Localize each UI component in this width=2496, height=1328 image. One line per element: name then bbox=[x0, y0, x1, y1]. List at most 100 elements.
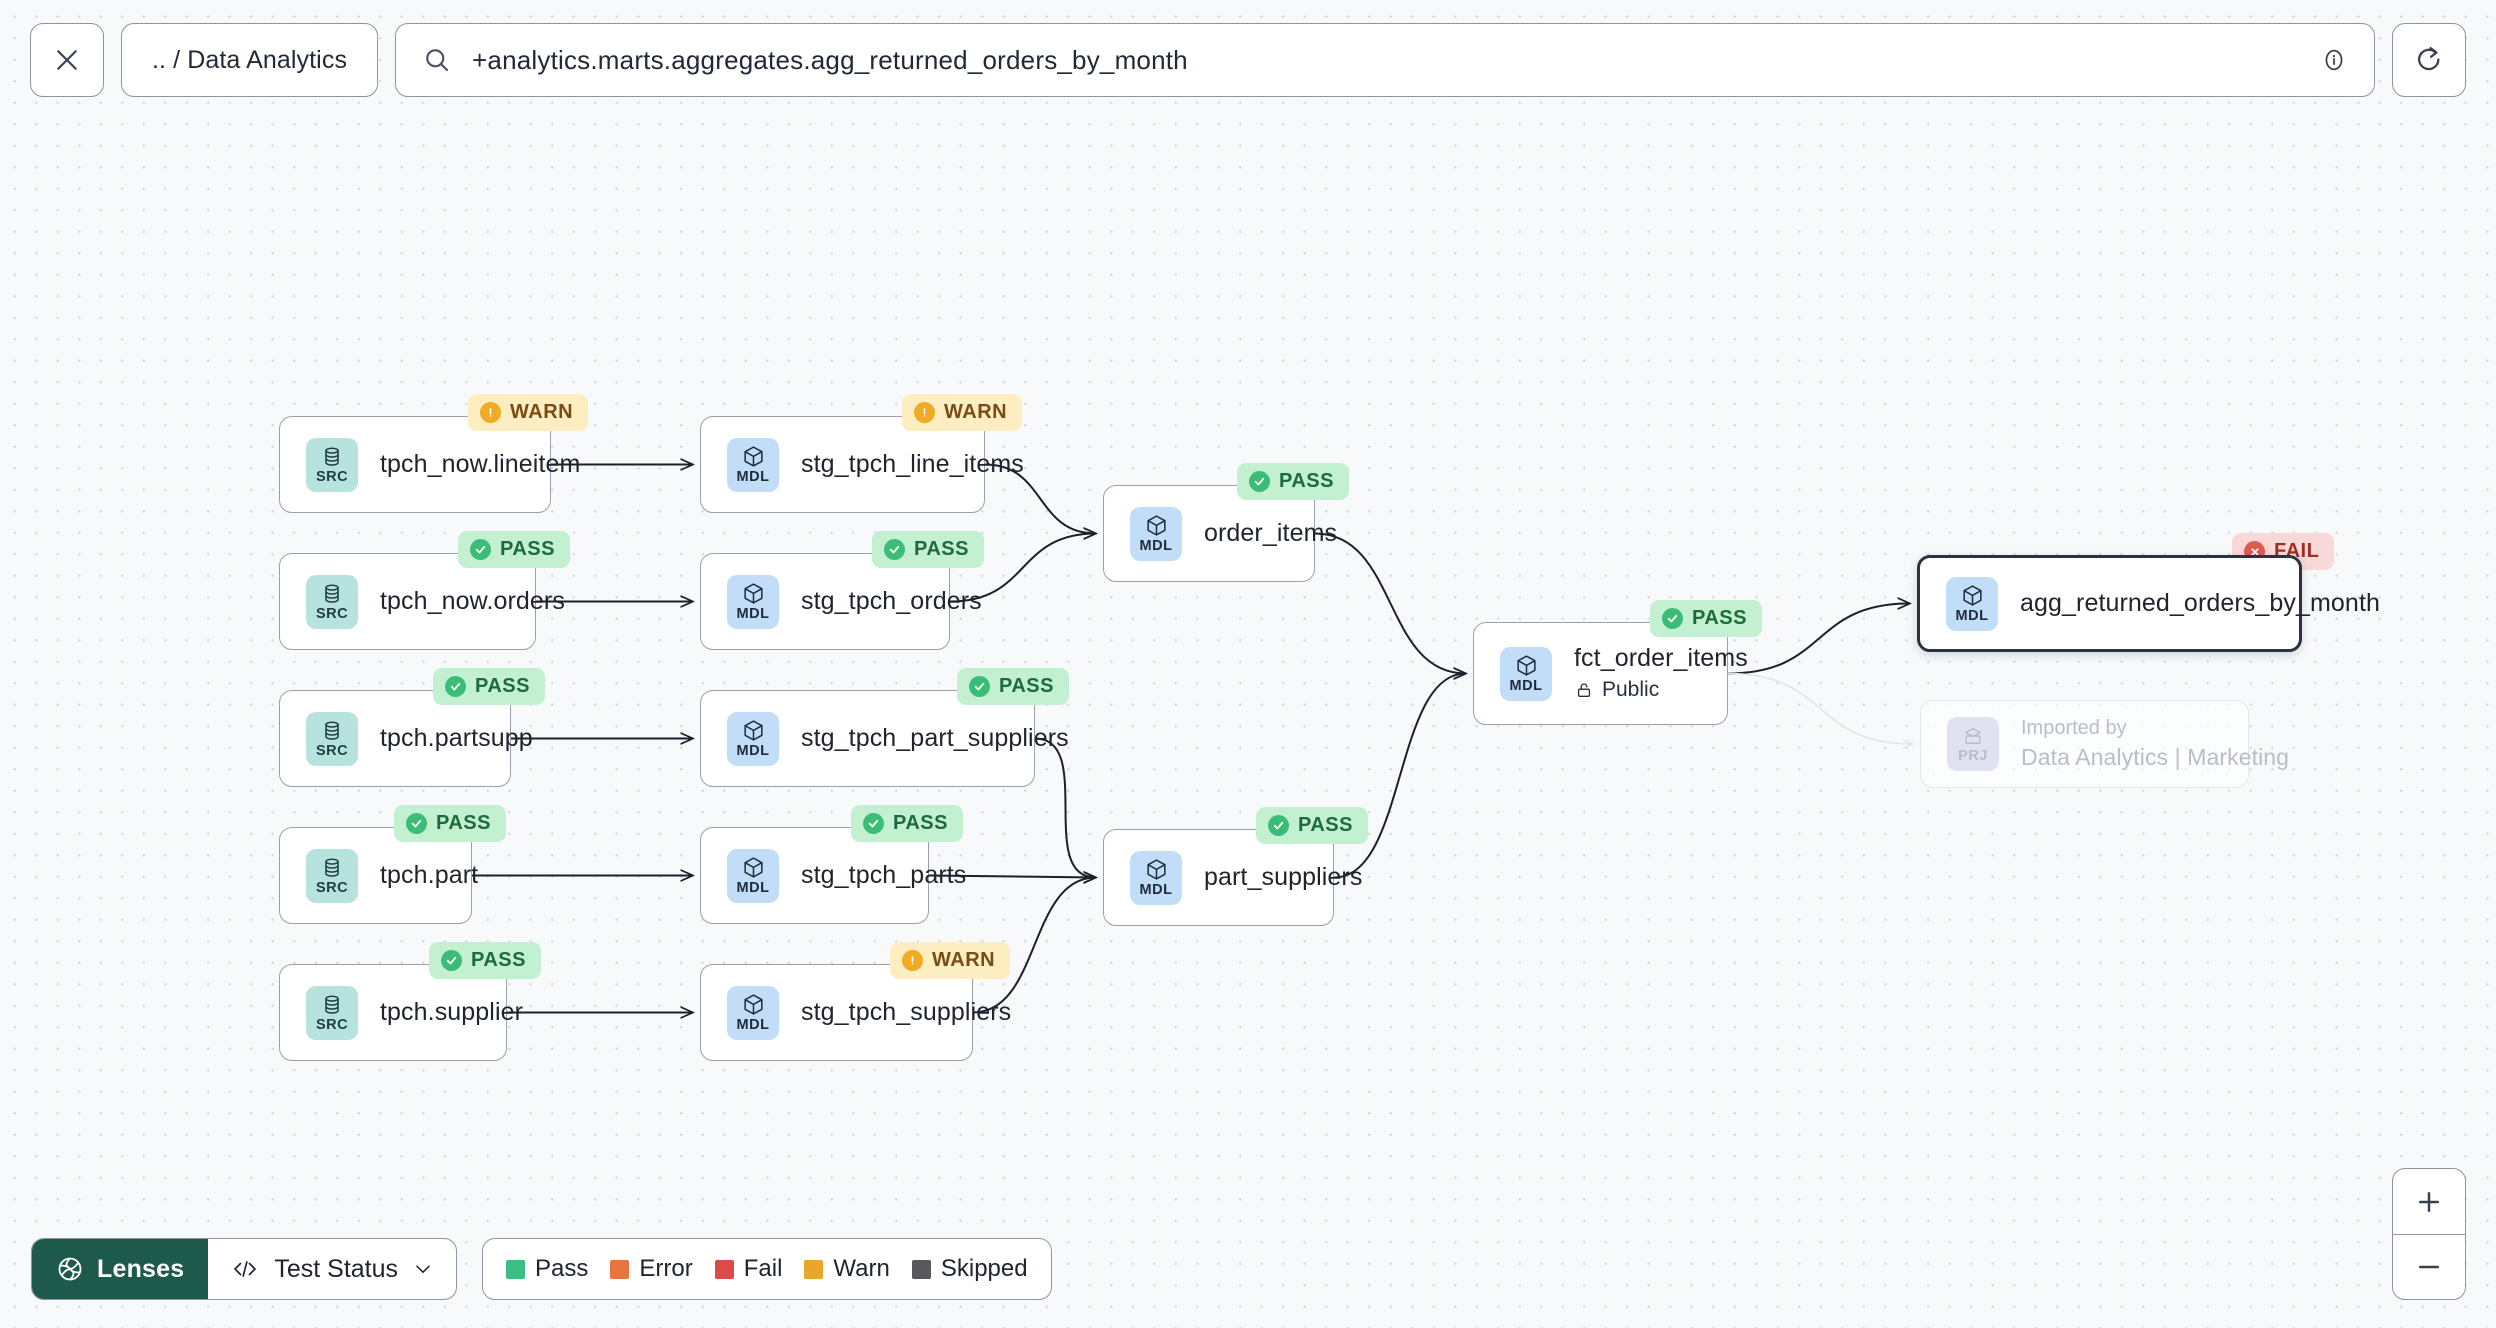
mdl-type-icon: MDL bbox=[727, 985, 779, 1040]
minus-icon bbox=[2414, 1252, 2444, 1282]
node-body: stg_tpch_part_suppliers bbox=[801, 724, 1069, 753]
legend-item-skipped[interactable]: Skipped bbox=[911, 1255, 1028, 1283]
mdl-type-icon: MDL bbox=[1946, 576, 1998, 631]
status-badge-pass[interactable]: PASS bbox=[394, 805, 506, 842]
status-badge-pass[interactable]: PASS bbox=[1237, 463, 1349, 500]
node-title: agg_returned_orders_by_month bbox=[2020, 588, 2380, 617]
status-badge-pass[interactable]: PASS bbox=[957, 668, 1069, 705]
node-type-tag: MDL bbox=[1509, 678, 1543, 695]
legend-swatch-icon bbox=[506, 1259, 526, 1279]
edge-stg_tpch_line_items-to-order_items bbox=[984, 463, 1096, 534]
node-title: Data Analytics | Marketing bbox=[2021, 744, 2290, 771]
prj-type-icon: PRJ bbox=[1947, 717, 1999, 771]
breadcrumb[interactable]: .. / Data Analytics bbox=[121, 23, 379, 97]
status-dot-icon bbox=[902, 950, 923, 971]
legend-swatch-icon bbox=[911, 1259, 931, 1279]
lens-select[interactable]: Test Status bbox=[208, 1239, 456, 1299]
graph-node-stg_tpch_orders[interactable]: MDL stg_tpch_orders bbox=[700, 553, 982, 650]
zoom-in-button[interactable] bbox=[2393, 1169, 2465, 1234]
legend-item-error[interactable]: Error bbox=[610, 1255, 693, 1283]
graph-node-agg_returned_orders_by_month[interactable]: MDL agg_returned_orders_by_month bbox=[1917, 555, 2380, 652]
node-body: fct_order_items Public bbox=[1574, 644, 1748, 703]
info-icon[interactable] bbox=[2320, 46, 2348, 74]
graph-node-fct_order_items[interactable]: MDL fct_order_items Public bbox=[1473, 622, 1748, 725]
status-badge-label: WARN bbox=[510, 401, 574, 423]
legend-item-warn[interactable]: Warn bbox=[804, 1255, 890, 1283]
node-body: stg_tpch_orders bbox=[801, 587, 982, 616]
node-body: agg_returned_orders_by_month bbox=[2020, 588, 2380, 618]
aperture-icon bbox=[56, 1255, 84, 1283]
plus-icon bbox=[2414, 1187, 2444, 1217]
status-dot-icon bbox=[406, 813, 427, 834]
mdl-type-icon: MDL bbox=[1130, 506, 1182, 561]
node-type-tag: MDL bbox=[736, 606, 770, 623]
search-input[interactable] bbox=[472, 44, 2300, 76]
node-body: part_suppliers bbox=[1204, 862, 1363, 892]
node-type-tag: SRC bbox=[315, 742, 349, 759]
lock-icon bbox=[1574, 680, 1594, 700]
status-dot-icon bbox=[969, 676, 990, 697]
lens-select-value: Test Status bbox=[274, 1254, 399, 1283]
status-dot-icon bbox=[480, 402, 501, 423]
legend-item-fail[interactable]: Fail bbox=[714, 1255, 782, 1283]
status-badge-pass[interactable]: PASS bbox=[851, 805, 963, 842]
status-badge-pass[interactable]: PASS bbox=[1650, 600, 1762, 637]
status-badge-pass[interactable]: PASS bbox=[433, 668, 545, 705]
status-badge-pass[interactable]: PASS bbox=[1256, 807, 1368, 844]
node-visibility-label: Public bbox=[1602, 678, 1660, 702]
node-title: part_suppliers bbox=[1204, 862, 1363, 891]
close-icon bbox=[52, 45, 82, 75]
lenses-button[interactable]: Lenses bbox=[32, 1239, 209, 1299]
status-dot-icon bbox=[441, 950, 462, 971]
src-type-icon: SRC bbox=[306, 848, 358, 903]
status-badge-pass[interactable]: PASS bbox=[429, 942, 541, 979]
status-badge-warn[interactable]: WARN bbox=[902, 394, 1023, 431]
legend-swatch-icon bbox=[714, 1259, 734, 1279]
status-badge-label: PASS bbox=[471, 949, 526, 971]
edge-stg_tpch_suppliers-to-part_suppliers bbox=[972, 878, 1096, 1014]
status-legend: Pass Error Fail Warn Skipped bbox=[482, 1238, 1052, 1300]
top-toolbar: .. / Data Analytics bbox=[0, 0, 2496, 120]
edge-stg_tpch_orders-to-order_items bbox=[949, 534, 1096, 603]
mdl-type-icon: MDL bbox=[1500, 646, 1552, 701]
mdl-type-icon: MDL bbox=[727, 574, 779, 629]
node-title: tpch.partsupp bbox=[380, 723, 533, 752]
status-badge-warn[interactable]: WARN bbox=[890, 942, 1011, 979]
legend-label: Skipped bbox=[940, 1255, 1028, 1282]
src-type-icon: SRC bbox=[306, 711, 358, 766]
status-badge-pass[interactable]: PASS bbox=[872, 531, 984, 568]
node-type-tag: MDL bbox=[1139, 538, 1173, 555]
graph-node-tpch_partsupp[interactable]: SRC tpch.partsupp bbox=[279, 690, 533, 787]
status-dot-icon bbox=[863, 813, 884, 834]
src-type-icon: SRC bbox=[306, 574, 358, 629]
legend-item-pass[interactable]: Pass bbox=[506, 1255, 588, 1283]
status-badge-warn[interactable]: WARN bbox=[468, 394, 589, 431]
legend-swatch-icon bbox=[610, 1259, 630, 1279]
edge-stg_tpch_part_suppliers-to-part_suppliers bbox=[1034, 737, 1096, 878]
legend-swatch-icon bbox=[804, 1259, 824, 1279]
search-icon bbox=[422, 45, 452, 75]
node-body: tpch.partsupp bbox=[380, 723, 533, 753]
refresh-button[interactable] bbox=[2392, 23, 2466, 97]
search-bar[interactable] bbox=[395, 23, 2375, 97]
status-badge-pass[interactable]: PASS bbox=[458, 531, 570, 568]
code-icon bbox=[230, 1257, 260, 1281]
zoom-out-button[interactable] bbox=[2393, 1234, 2465, 1299]
close-button[interactable] bbox=[30, 23, 104, 97]
edge-fct_order_items-to-agg_returned_orders_by_month bbox=[1727, 604, 1910, 675]
